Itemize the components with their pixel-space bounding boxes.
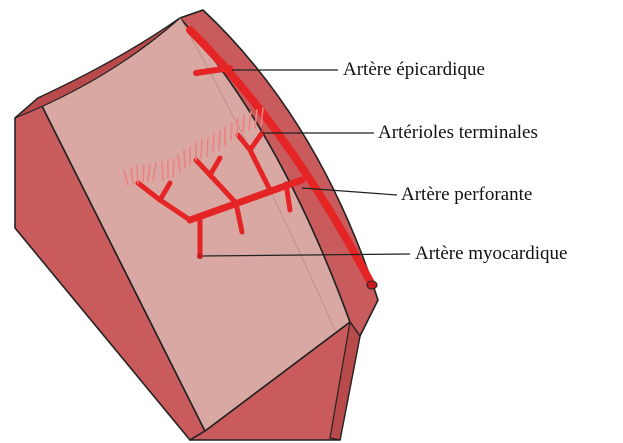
label-myocardial-artery: Artère myocardique (415, 244, 567, 263)
epicardial-artery-end (367, 281, 377, 289)
myocardial-artery-tip (197, 253, 203, 259)
label-epicardial-artery: Artère épicardique (343, 60, 485, 79)
label-perforating-artery: Artère perforante (401, 185, 532, 204)
label-terminal-arterioles: Artérioles terminales (378, 123, 538, 142)
